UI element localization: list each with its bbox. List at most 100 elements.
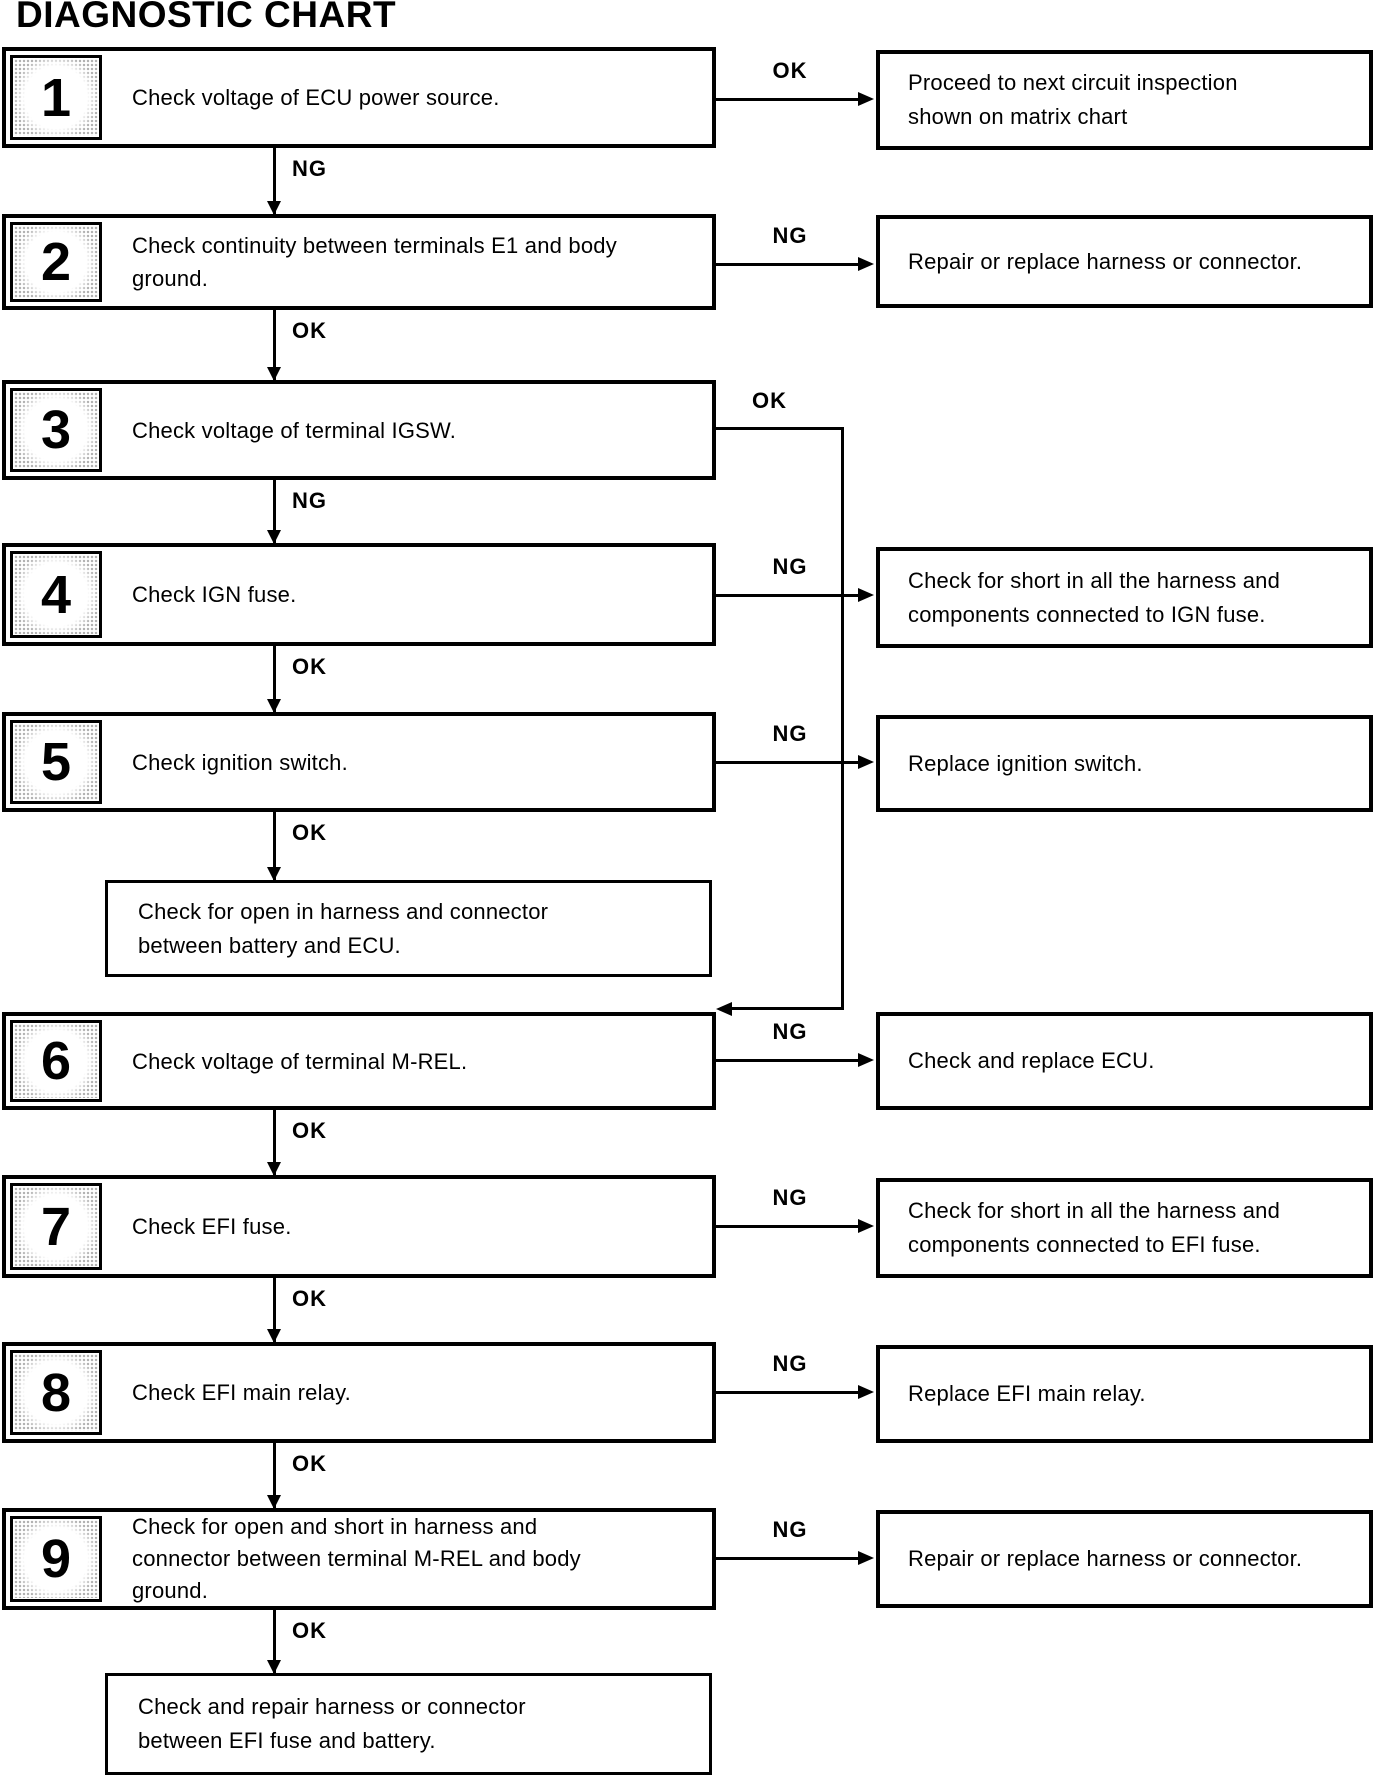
step-number: 4 [40,564,72,625]
branch-label-ok: OK [752,388,787,413]
arrow-line-step5-ng [716,761,864,764]
branch-label-ok: OK [292,1118,327,1143]
step-text: Check continuity between terminals E1 an… [132,233,617,291]
terminal-text: Check and repair harness or connector be… [138,1694,526,1753]
step-text: Check EFI main relay. [132,1380,351,1405]
step-box-5: 5 Check ignition switch. [2,712,716,812]
arrow-right-icon [858,755,874,769]
result-box-4: Check for short in all the harness and c… [876,547,1373,648]
arrow-line-step6-ng [716,1059,864,1062]
connector-step1-step2 [273,148,276,214]
arrow-right-icon [858,588,874,602]
connector-step2-step3 [273,310,276,380]
result-box-1: Proceed to next circuit inspection shown… [876,50,1373,150]
result-text: Proceed to next circuit inspection shown… [908,70,1238,129]
step-number: 1 [40,67,72,128]
step-text: Check voltage of ECU power source. [132,85,500,110]
arrow-down-icon [267,699,281,713]
step-number: 3 [40,400,72,460]
step-number-badge: 6 [10,1020,102,1102]
connector-step9-terminal [273,1610,276,1673]
arrow-down-icon [267,367,281,381]
step-number-badge: 9 [10,1516,102,1602]
step-text: Check for open and short in harness and … [132,1514,581,1603]
route-step3-ok-vertical [841,427,844,1010]
terminal-box-efi-fuse-battery: Check and repair harness or connector be… [105,1673,712,1775]
terminal-text: Check for open in harness and connector … [138,898,549,958]
branch-label-ok: OK [292,1451,327,1476]
arrow-line-step8-ng [716,1391,864,1394]
arrow-right-icon [858,1053,874,1067]
arrow-down-icon [267,201,281,215]
arrow-line-step9-ng [716,1557,864,1560]
step-box-3: 3 Check voltage of terminal IGSW. [2,380,716,480]
step-text: Check voltage of terminal IGSW. [132,417,457,443]
step-text: Check voltage of terminal M-REL. [132,1048,468,1074]
arrow-down-icon [267,867,281,881]
result-text: Check for short in all the harness and c… [908,1198,1281,1257]
result-text: Repair or replace harness or connector. [908,248,1303,274]
branch-label-ok: OK [292,1286,327,1311]
step-number-badge: 8 [10,1350,102,1435]
step-number: 5 [40,732,72,792]
result-box-8: Replace EFI main relay. [876,1345,1373,1443]
step-number: 7 [40,1196,72,1257]
route-step3-ok-horizontal [716,427,844,430]
step-text: Check IGN fuse. [132,582,297,607]
step-number-badge: 1 [10,55,102,140]
branch-label-ng: NG [772,1517,808,1542]
arrow-down-icon [267,1495,281,1509]
branch-label-ok: OK [292,654,327,679]
route-step3-ok-return [730,1007,844,1010]
step-text: Check EFI fuse. [132,1214,292,1239]
step-number: 6 [40,1031,72,1091]
step-number: 2 [40,232,72,292]
step-number: 8 [40,1362,72,1423]
arrow-down-icon [267,1660,281,1674]
connector-step3-step4 [273,480,276,543]
result-text: Replace ignition switch. [908,750,1143,776]
result-text: Replace EFI main relay. [908,1381,1146,1406]
connector-step5-terminal [273,812,276,880]
branch-label-ok: OK [772,58,808,83]
step-box-9: 9 Check for open and short in harness an… [2,1508,716,1610]
arrow-line-step7-ng [716,1225,864,1228]
branch-label-ng: NG [772,1351,808,1376]
result-box-9: Repair or replace harness or connector. [876,1510,1373,1608]
result-text: Check for short in all the harness and c… [908,567,1281,627]
step-number-badge: 3 [10,388,102,472]
arrow-right-icon [858,1385,874,1399]
step-number-badge: 7 [10,1183,102,1270]
step-box-2: 2 Check continuity between terminals E1 … [2,214,716,310]
branch-label-ok: OK [292,820,327,845]
branch-label-ng: NG [772,1185,808,1210]
step-box-1: 1 Check voltage of ECU power source. [2,47,716,148]
arrow-right-icon [858,92,874,106]
page-title: DIAGNOSTIC CHART [16,0,397,35]
arrow-right-icon [858,1219,874,1233]
arrow-right-icon [858,257,874,271]
result-box-6: Check and replace ECU. [876,1012,1373,1110]
step-number: 9 [40,1529,72,1589]
terminal-box-battery-ecu: Check for open in harness and connector … [105,880,712,977]
step-box-7: 7 Check EFI fuse. [2,1175,716,1278]
branch-label-ng: NG [772,721,808,746]
branch-label-ok: OK [292,318,327,343]
step-number-badge: 5 [10,720,102,804]
arrow-line-step2-ng [716,263,864,266]
step-number-badge: 2 [10,222,102,302]
connector-step8-step9 [273,1443,276,1508]
arrow-line-step4-ng [716,594,864,597]
step-box-6: 6 Check voltage of terminal M-REL. [2,1012,716,1110]
arrow-down-icon [267,1329,281,1343]
result-text: Repair or replace harness or connector. [908,1546,1303,1571]
step-number-badge: 4 [10,551,102,638]
result-box-7: Check for short in all the harness and c… [876,1178,1373,1278]
result-box-2: Repair or replace harness or connector. [876,215,1373,308]
arrow-down-icon [267,1162,281,1176]
arrow-right-icon [858,1551,874,1565]
arrow-left-icon [716,1002,732,1016]
branch-label-ok: OK [292,1618,327,1643]
connector-step6-step7 [273,1110,276,1175]
